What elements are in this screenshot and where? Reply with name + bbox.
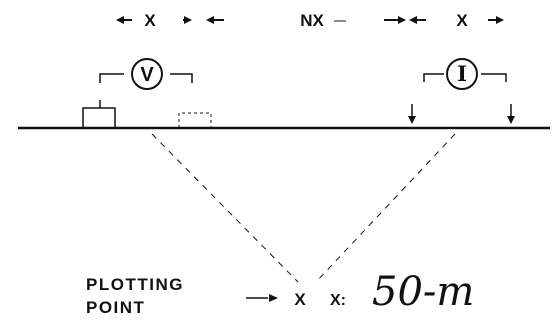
voltmeter-symbol: V [140,64,154,86]
plotting-point-marker: X [294,290,306,309]
middle-spacing-label: NX [300,11,324,30]
current-electrode-right-arrow [507,116,515,124]
right-spacing-arrowhead-c [496,16,504,24]
ammeter-right-wire [481,73,507,82]
middle-spacing-indicator: NX [300,11,346,30]
plotting-point-label-line2: POINT [86,298,145,317]
voltmeter-left-wire [99,73,124,83]
left-spacing-indicator: X [116,11,224,30]
left-spacing-arrowhead-back [206,16,214,24]
right-spacing-arrowhead-a [398,16,406,24]
spacing-value-handwritten: 50-m [372,269,474,315]
current-electrode-left-arrow [408,116,416,124]
left-spacing-label: X [144,11,156,30]
right-spacing-label: X [456,11,468,30]
spacing-prefix: X: [330,292,346,309]
right-projection-line [315,133,456,283]
ammeter-symbol: I [457,61,467,86]
plotting-point-pointer-arrowhead [269,294,278,302]
plotting-point-label-line1: PLOTTING [86,275,184,294]
right-spacing-arrowhead-b [409,16,417,24]
ammeter-icon [446,58,478,90]
voltmeter-right-wire [170,73,193,83]
potential-electrode-left [82,107,116,128]
voltmeter-circuit: V [82,58,212,128]
left-projection-line [151,133,299,283]
potential-electrode-right [178,112,212,128]
voltmeter-icon [131,58,163,90]
ammeter-left-wire [423,73,444,82]
right-spacing-indicator: X [384,11,504,30]
ammeter-circuit: I [408,58,515,124]
left-spacing-arrowhead-left [116,16,124,24]
plotting-point-annotation: PLOTTING POINT X X: 50-m [86,269,474,317]
